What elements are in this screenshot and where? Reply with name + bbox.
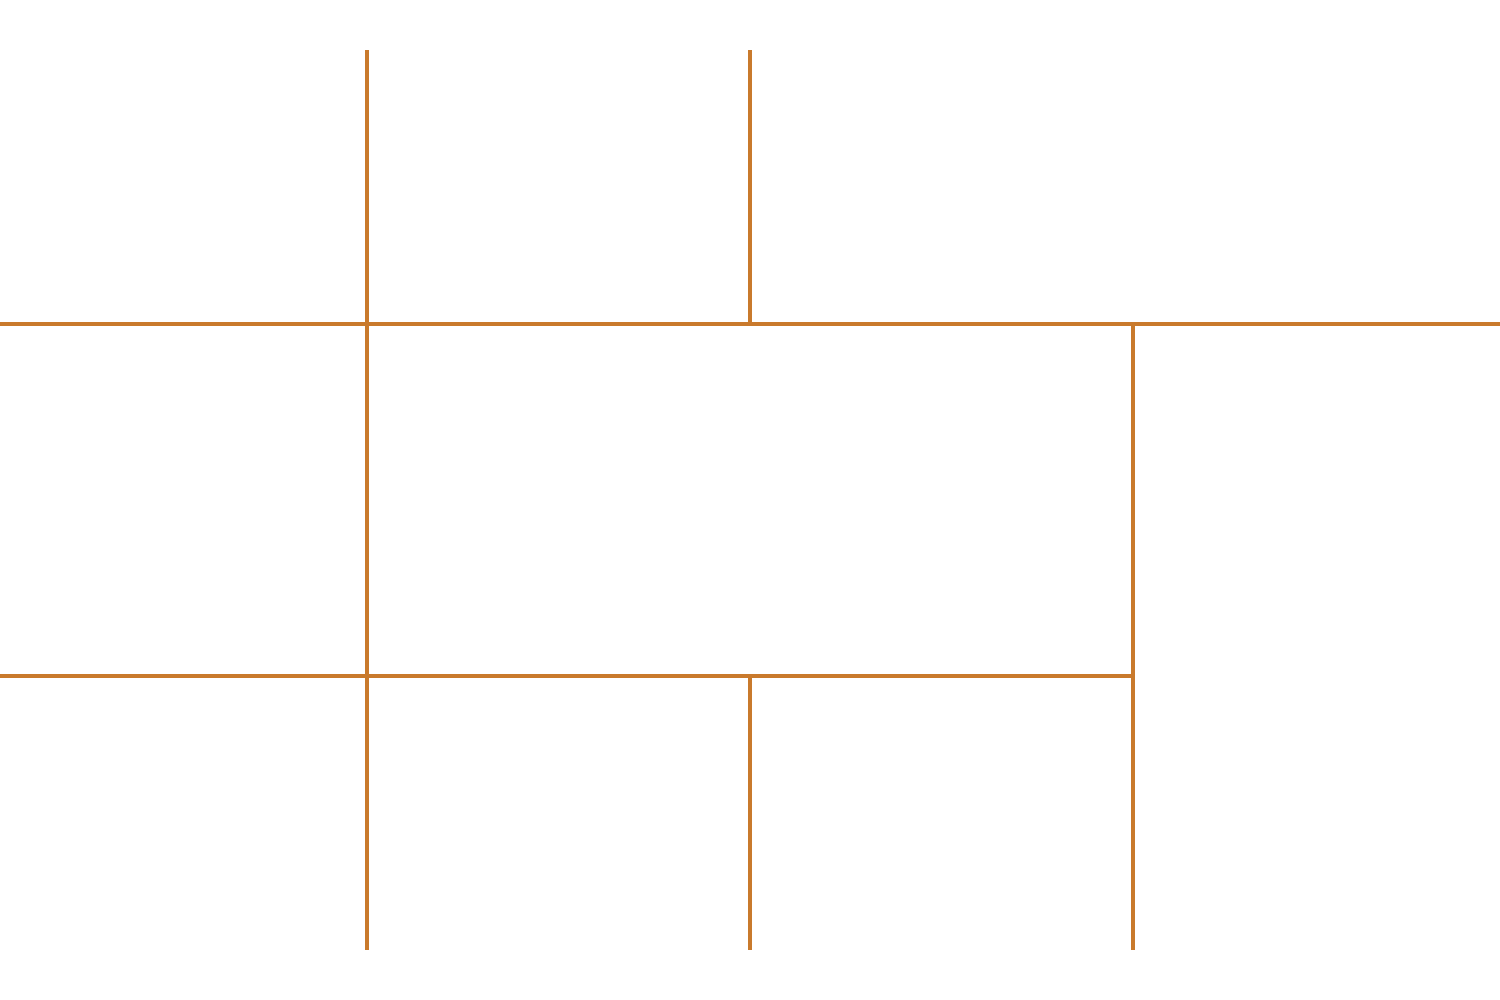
line-grid-diagram [0,50,1500,950]
grid-canvas [0,50,1500,950]
